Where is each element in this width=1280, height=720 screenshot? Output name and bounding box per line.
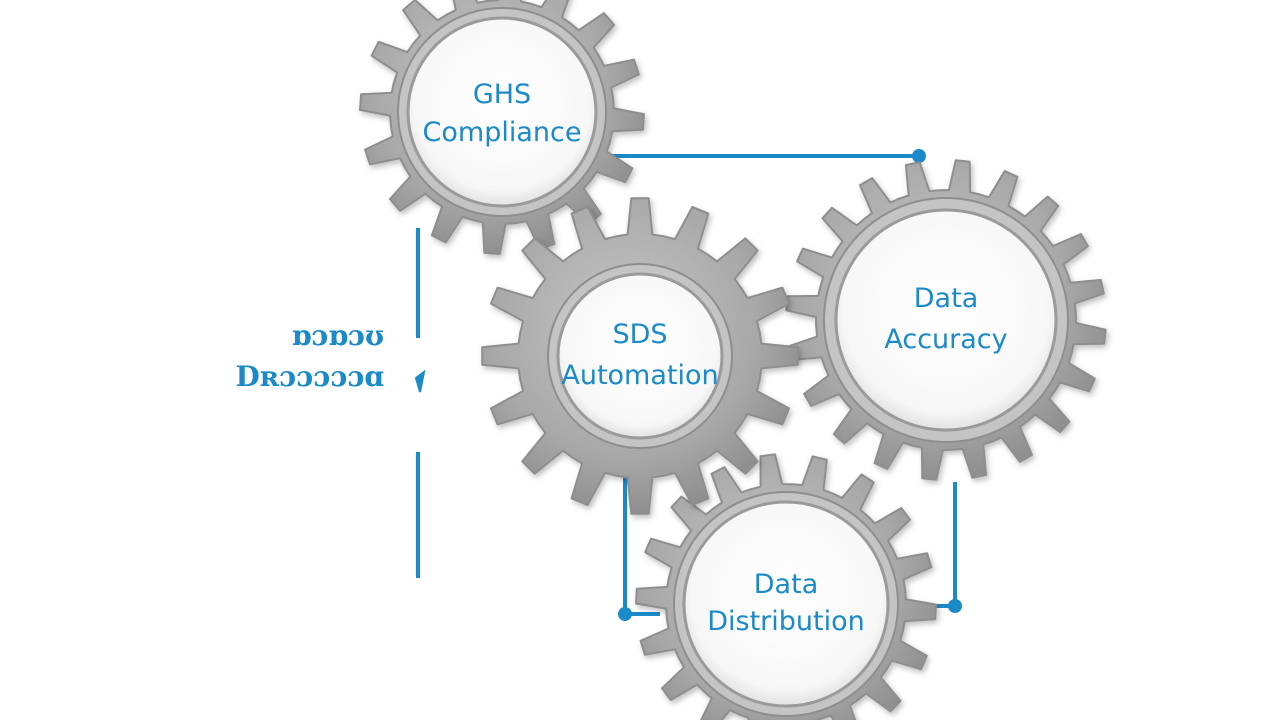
gear-accuracy-label-line2: Accuracy [884, 324, 1007, 355]
connector-dot-accuracy [912, 149, 926, 163]
connector-left-bracket-mark [414, 369, 426, 393]
gear-distribution-hub [682, 500, 890, 708]
gear-distribution-label-line2: Distribution [707, 606, 865, 637]
gear-ghs-label-line1: GHS [473, 79, 531, 110]
side-label-line2: Dʀɔɔɔɔɔɑ [235, 360, 384, 393]
gear-data-accuracy: Data Accuracy [785, 159, 1107, 481]
gear-ghs-hub [406, 16, 598, 208]
gear-sds-hub [556, 272, 724, 440]
connector-accuracy-to-distribution [900, 482, 957, 608]
connector-dot-distribution-right [948, 599, 962, 613]
side-label: ɒɔɒɔʊ Dʀɔɔɔɔɔɑ [235, 319, 384, 393]
side-label-line1: ɒɔɒɔʊ [292, 319, 384, 352]
connector-dot-distribution-left [618, 607, 632, 621]
gear-data-distribution: Data Distribution [635, 453, 937, 720]
gear-sds-label-line2: Automation [561, 360, 718, 391]
gear-ghs-compliance: GHS Compliance [359, 0, 645, 255]
gear-sds-automation: SDS Automation [481, 197, 799, 515]
gear-ghs-label-line2: Compliance [423, 117, 582, 148]
gear-sds-label-line1: SDS [612, 319, 667, 350]
gear-accuracy-hub [834, 208, 1058, 432]
gear-distribution-label-line1: Data [754, 569, 818, 600]
gear-accuracy-label-line1: Data [914, 283, 978, 314]
